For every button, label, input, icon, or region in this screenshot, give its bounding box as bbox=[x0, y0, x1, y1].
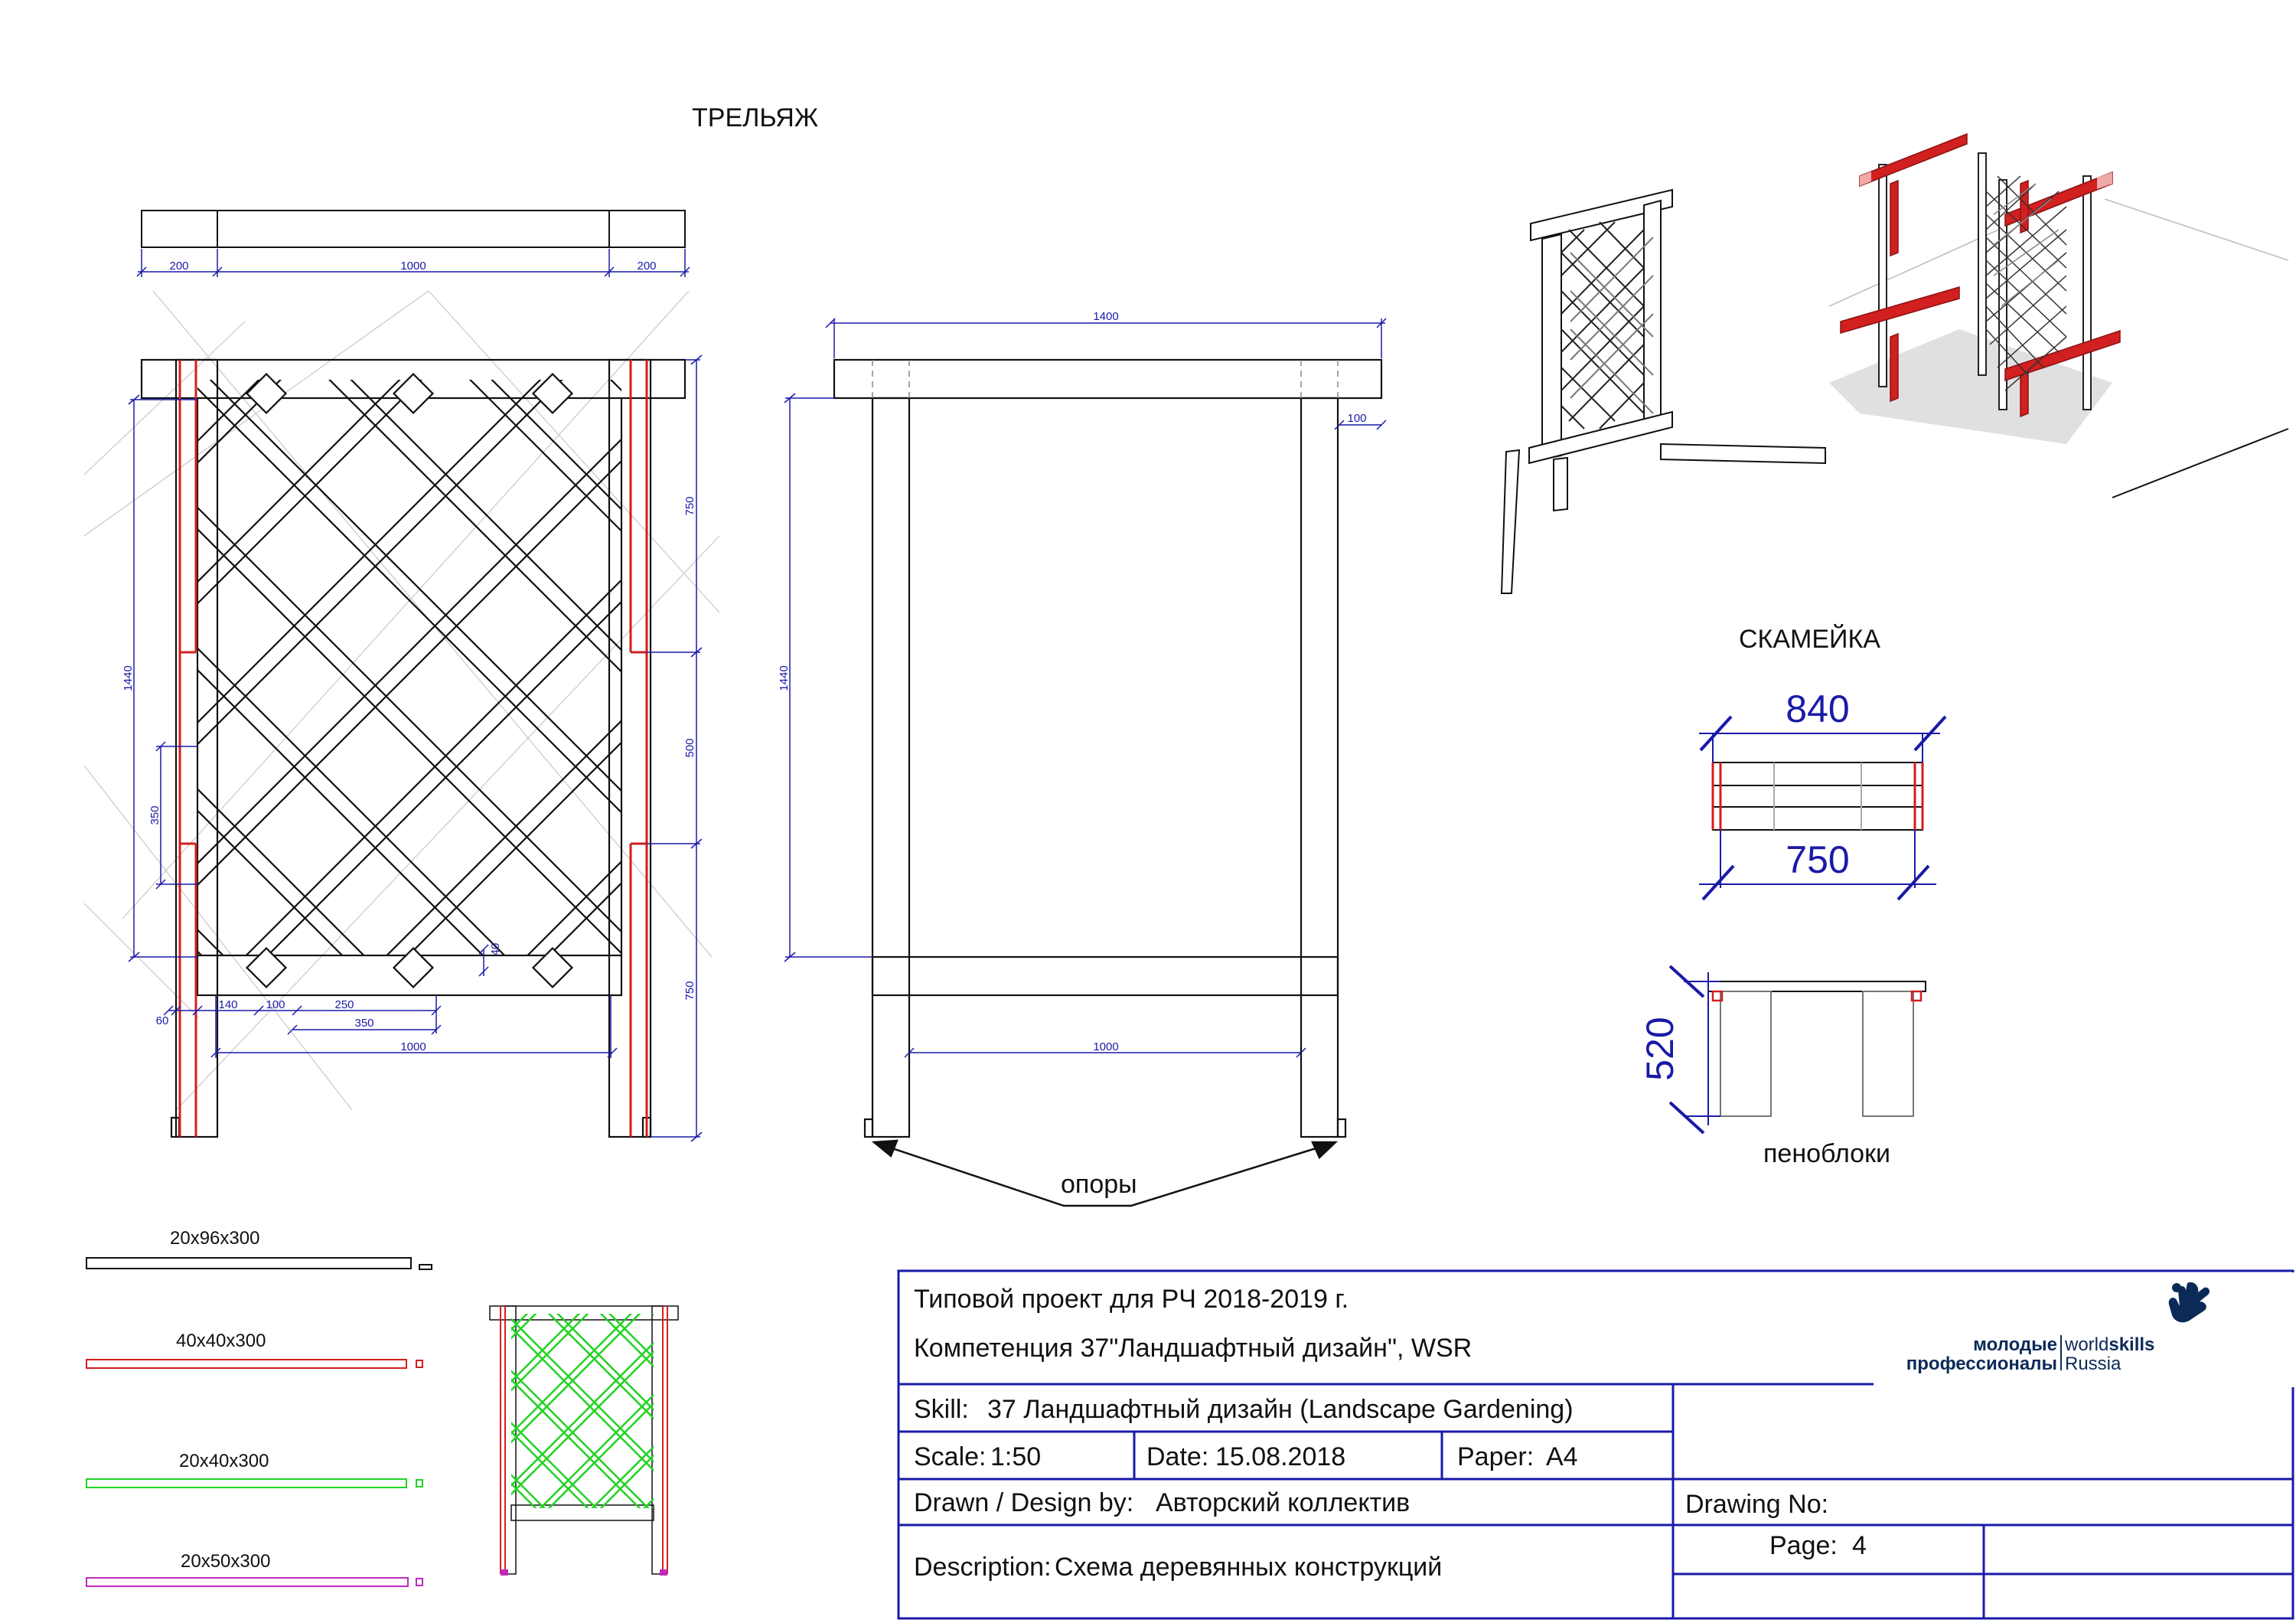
dim-top-200-left: 200 bbox=[169, 260, 188, 273]
bench-elevation bbox=[1707, 981, 1926, 1117]
date-value: 15.08.2018 bbox=[1215, 1442, 1346, 1471]
paper-label: Paper: bbox=[1457, 1442, 1534, 1471]
page-label: Page: bbox=[1769, 1531, 1838, 1560]
logo-divider bbox=[2060, 1335, 2062, 1370]
bench-dim-840: 840 bbox=[1786, 687, 1849, 730]
dim-front-350-side: 350 bbox=[148, 805, 161, 825]
dim-side-100: 100 bbox=[1347, 412, 1366, 425]
dim-front-40: 40 bbox=[489, 943, 502, 956]
dim-front-750-top: 750 bbox=[683, 496, 696, 515]
heading-bench: СКАМЕЙКА bbox=[1739, 625, 1880, 654]
description-label: Description: bbox=[914, 1553, 1052, 1582]
supports-arrows bbox=[871, 1139, 1339, 1207]
logo-russian-text: молодые профессионалы bbox=[1874, 1335, 2057, 1373]
title-line-2: Компетенция 37"Ландшафтный дизайн", WSR bbox=[914, 1334, 1473, 1363]
dim-front-500: 500 bbox=[683, 738, 696, 757]
material-label-1: 20x96x300 bbox=[170, 1228, 260, 1249]
trellis-3d-lattice bbox=[1561, 221, 1654, 429]
trellis-top-view bbox=[141, 210, 686, 248]
bench-plan-red-edges bbox=[1711, 763, 1924, 830]
trellis-top-dimensions bbox=[136, 249, 690, 277]
dim-front-100: 100 bbox=[266, 998, 285, 1011]
label-supports: опоры bbox=[1061, 1170, 1137, 1199]
title-block: Типовой проект для РЧ 2018-2019 г. Компе… bbox=[899, 1268, 2296, 1620]
skill-value: 37 Ландшафтный дизайн (Landscape Gardeni… bbox=[987, 1395, 1574, 1424]
worldskills-logo: молодые профессионалы worldskills Russia bbox=[1874, 1272, 2294, 1387]
dim-front-1000: 1000 bbox=[400, 1040, 426, 1053]
dim-front-250: 250 bbox=[334, 998, 354, 1011]
hand-logo-icon bbox=[2168, 1282, 2210, 1323]
bench-dim-750: 750 bbox=[1786, 838, 1849, 881]
material-swatches bbox=[86, 1257, 432, 1587]
drawn-value: Авторский коллектив bbox=[1156, 1488, 1411, 1517]
scale-label: Scale: bbox=[914, 1442, 987, 1471]
bench-dim-520: 520 bbox=[1639, 1017, 1681, 1080]
dimension-labels: 200 1000 200 1440 350 750 500 750 40 60 … bbox=[122, 260, 1367, 1053]
scale-value: 1:50 bbox=[990, 1442, 1042, 1471]
label-foam-blocks: пеноблоки bbox=[1763, 1139, 1890, 1168]
paper-value: A4 bbox=[1546, 1442, 1578, 1471]
date-label: Date: bbox=[1146, 1442, 1209, 1471]
drawn-label: Drawn / Design by: bbox=[914, 1488, 1134, 1517]
trellis-lattice bbox=[197, 380, 621, 955]
trellis-side-dimensions bbox=[784, 318, 1387, 1058]
dim-front-60: 60 bbox=[156, 1014, 169, 1027]
logo-russia: Russia bbox=[2065, 1354, 2122, 1375]
dim-front-350: 350 bbox=[354, 1017, 373, 1030]
description-value: Схема деревянных конструкций bbox=[1055, 1553, 1443, 1582]
trellis-side-view bbox=[833, 358, 1383, 1138]
trellis-side-hidden-lines bbox=[872, 360, 1339, 398]
dim-front-height: 1440 bbox=[122, 665, 135, 691]
material-label-3: 20x40x300 bbox=[179, 1451, 269, 1471]
trellis-front-view bbox=[140, 358, 687, 1138]
logo-english-text: worldskills Russia bbox=[2065, 1335, 2154, 1373]
material-label-2: 40x40x300 bbox=[176, 1331, 266, 1351]
logo-ru-line-2: профессионалы bbox=[1906, 1354, 2057, 1375]
material-label-4: 20x50x300 bbox=[181, 1551, 271, 1572]
page-value: 4 bbox=[1852, 1531, 1867, 1560]
bench-plan bbox=[1712, 762, 1923, 831]
trellis-lattice-tips bbox=[245, 372, 574, 989]
title-block-grid bbox=[897, 1269, 2294, 1620]
trellis-3d-view bbox=[1500, 188, 1826, 594]
bench-height-dimension bbox=[1668, 965, 1720, 1135]
small-colored-trellis bbox=[489, 1305, 679, 1576]
dim-front-750-bottom: 750 bbox=[683, 981, 696, 1000]
dim-side-1000: 1000 bbox=[1093, 1040, 1118, 1053]
dim-side-1400: 1400 bbox=[1093, 310, 1118, 323]
skill-label: Skill: bbox=[914, 1395, 969, 1424]
drawing-no-label: Drawing No: bbox=[1685, 1490, 1829, 1519]
logo-world: world bbox=[2065, 1334, 2109, 1355]
title-line-1: Типовой проект для РЧ 2018-2019 г. bbox=[914, 1285, 1349, 1314]
dim-top-1000: 1000 bbox=[400, 260, 426, 273]
trellis-front-posts-red bbox=[178, 360, 648, 1137]
trellis-3d-view-exploded bbox=[1828, 132, 2289, 498]
dim-front-140: 140 bbox=[218, 998, 237, 1011]
bench-dimension-labels: 840 750 520 bbox=[1639, 687, 1850, 1081]
logo-ru-line-1: молодые bbox=[1973, 1334, 2057, 1355]
trellis-front-dimensions bbox=[128, 354, 703, 1142]
heading-trellis: ТРЕЛЬЯЖ bbox=[692, 103, 819, 132]
logo-skills: skills bbox=[2108, 1334, 2155, 1355]
dim-side-height: 1440 bbox=[778, 665, 791, 691]
bench-dimensions bbox=[1699, 715, 1947, 901]
dim-top-200-right: 200 bbox=[637, 260, 656, 273]
